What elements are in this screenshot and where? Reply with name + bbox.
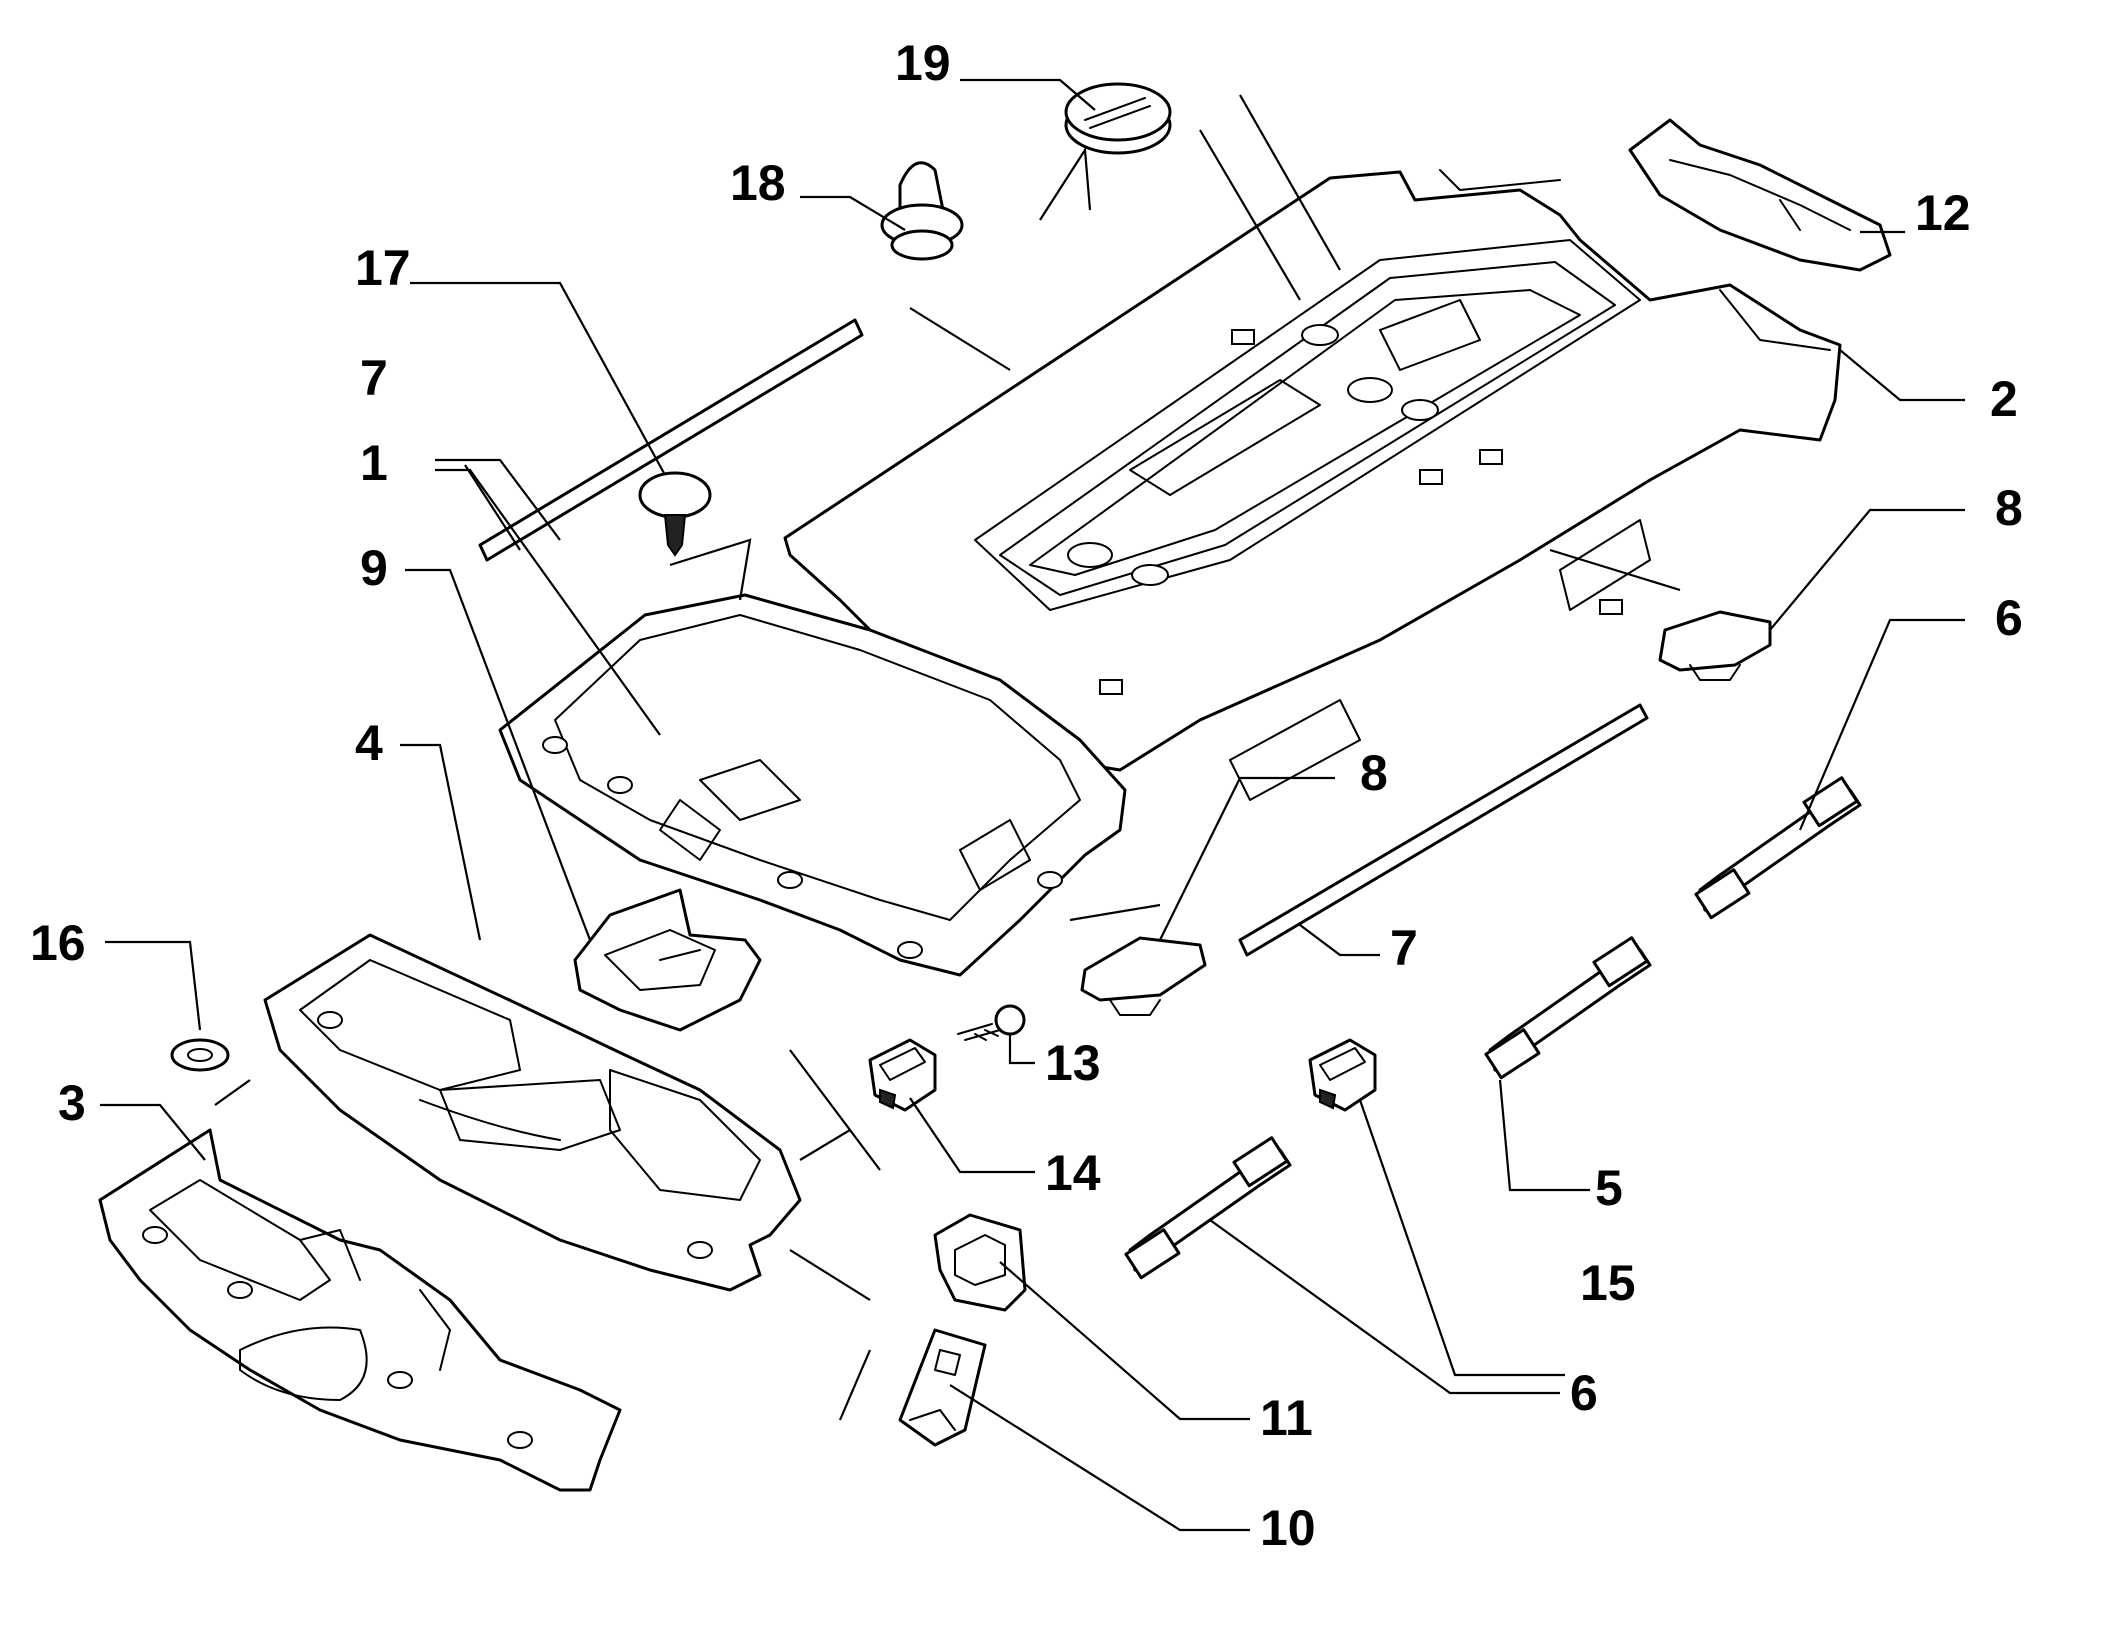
callout-label-14: 14	[1045, 1145, 1101, 1201]
callout-label-7: 7	[360, 350, 388, 406]
cover-cap-lower-part-8	[1080, 936, 1207, 1016]
screw-part-13	[957, 1004, 1026, 1041]
callout-label-18: 18	[730, 155, 786, 211]
callout-label-11: 11	[1260, 1390, 1313, 1446]
callout-label-3: 3	[58, 1075, 86, 1131]
push-clip-part-17	[638, 471, 712, 557]
bracket-part-10	[898, 1328, 987, 1447]
callout-label-19: 19	[895, 35, 951, 91]
callout-label-17: 17	[355, 240, 411, 296]
callout-label-4: 4	[355, 715, 383, 771]
callout-label-12: 12	[1915, 185, 1971, 241]
callout-label-10: 10	[1260, 1500, 1316, 1556]
grab-handle-right-part-6	[1694, 776, 1862, 920]
callout-label-9: 9	[360, 540, 388, 596]
cover-cap-upper-part-8	[1658, 610, 1772, 681]
callout-label-6: 6	[1995, 590, 2023, 646]
trim-panel-part-3	[98, 1128, 622, 1492]
grab-handle-lower-part-6	[1124, 1136, 1292, 1280]
headliner-panel-rear	[783, 169, 1842, 801]
rear-shelf-part-4	[263, 933, 802, 1292]
callout-label-5: 5	[1595, 1160, 1623, 1216]
callout-label-13: 13	[1045, 1035, 1101, 1091]
callout-label-15: 15	[1580, 1255, 1636, 1311]
fastener-part-18	[880, 161, 964, 261]
clip-bracket-part-15	[1308, 1038, 1377, 1112]
cap-part-19	[1064, 82, 1172, 155]
clip-part-11	[933, 1213, 1027, 1312]
callout-label-8: 8	[1995, 480, 2023, 536]
clip-bracket-part-14	[868, 1038, 937, 1112]
callout-label-2: 2	[1990, 371, 2018, 427]
trim-strip-upper-part-7	[478, 318, 864, 562]
callout-label-6b: 6	[1570, 1365, 1598, 1421]
callout-label-8b: 8	[1360, 745, 1388, 801]
callout-label-16: 16	[30, 915, 86, 971]
headliner-panel-front	[498, 593, 1127, 977]
clip-ring-part-16	[170, 1038, 230, 1072]
bracket-part-9	[573, 888, 762, 1032]
callout-numbers: 1 2 3 4 5 6 6 7 7 8 8 9 10 11 12 13 14 1…	[30, 35, 2023, 1556]
callout-label-7b: 7	[1390, 920, 1418, 976]
grab-handle-part-5	[1484, 936, 1652, 1080]
callout-leaders	[100, 78, 1965, 1532]
bracket-part-12	[1628, 118, 1892, 272]
trim-strip-lower-part-7	[1238, 703, 1649, 957]
callout-label-1: 1	[360, 435, 388, 491]
reference-lines	[214, 94, 1681, 1421]
